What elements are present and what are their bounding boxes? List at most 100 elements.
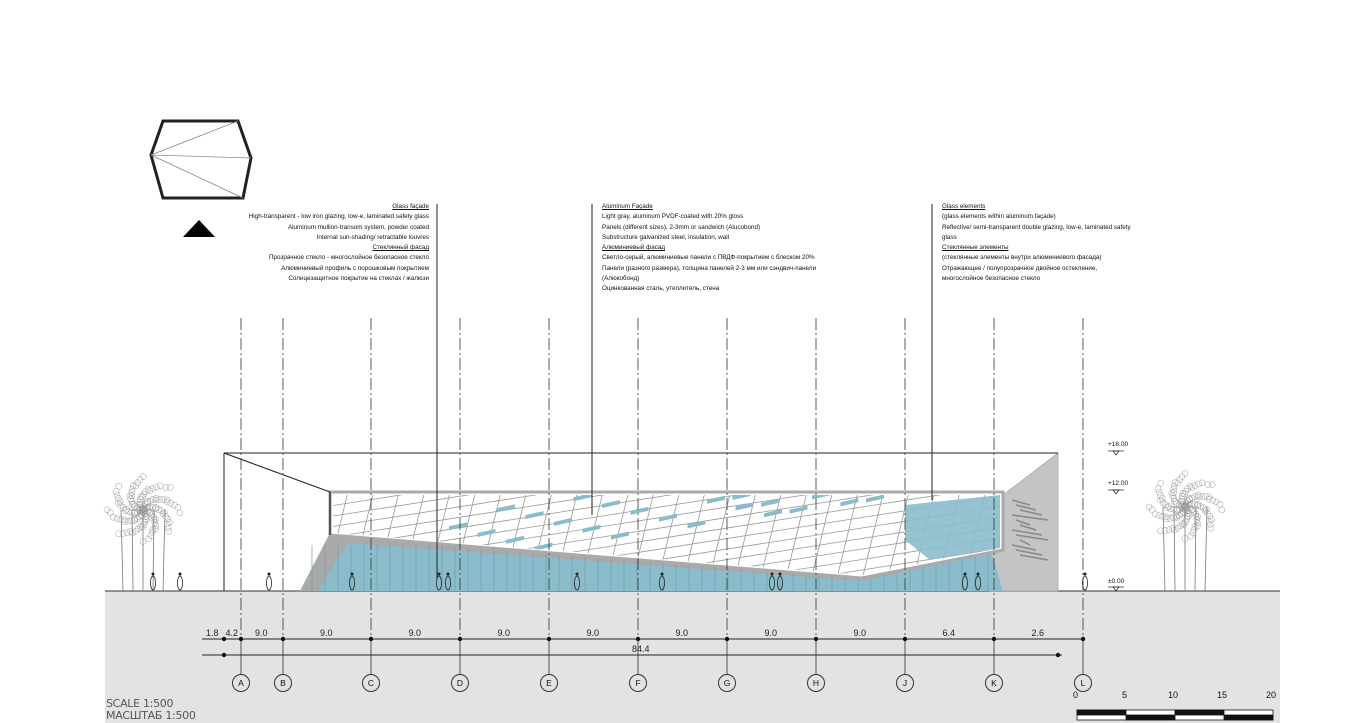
view-direction-arrow-icon <box>183 220 215 237</box>
dimension-label: 9.0 <box>255 628 268 638</box>
tree-foliage <box>123 506 130 513</box>
note-line: Reflective/ semi-transparent double glaz… <box>942 223 1131 231</box>
tree-foliage <box>126 492 134 500</box>
transom <box>333 495 1000 528</box>
tree-foliage <box>1190 526 1198 533</box>
tree-foliage <box>143 516 150 523</box>
person-head <box>976 572 980 576</box>
tree-foliage <box>1183 512 1191 520</box>
tree-foliage <box>1204 510 1211 517</box>
dimension-tick <box>813 636 819 642</box>
note-line: Aluminum mullion-transom system, powder … <box>287 223 429 231</box>
note-line: (стеклянные элементы внутри алюминиевого… <box>942 254 1102 262</box>
note-line: Substructure galvanized steel, insulatio… <box>602 233 730 241</box>
ground <box>105 591 1280 723</box>
note-line: Light gray, aluminum PVDF-coated with 20… <box>602 213 744 221</box>
tree-foliage <box>127 495 134 503</box>
note-line: (glass elements within aluminum façade) <box>942 213 1056 221</box>
tree-trunk <box>1173 506 1176 592</box>
dimension-label: 4.2 <box>225 628 239 638</box>
tree-foliage <box>136 513 143 520</box>
tree-foliage <box>137 501 144 509</box>
note-line: Солнцезащитное покрытие на стеклах / жал… <box>288 275 429 283</box>
tree-foliage <box>1216 501 1224 508</box>
tree-foliage <box>1167 505 1174 512</box>
scale-bar-label: 10 <box>1168 690 1179 700</box>
scale-bar <box>1076 709 1274 721</box>
tree-foliage <box>113 515 121 522</box>
note-line: Оцинкованная сталь, утеплитель, стена <box>602 285 720 293</box>
tree-trunk <box>1204 506 1208 592</box>
wedge-slit <box>1015 534 1049 541</box>
note-line: (Алюкобонд) <box>602 275 640 283</box>
tree-foliage <box>131 515 138 523</box>
tree-foliage <box>153 496 160 504</box>
tree-foliage <box>139 493 146 501</box>
mullion <box>1066 490 1088 580</box>
person-silhouette <box>574 575 580 591</box>
tree-foliage <box>115 495 122 502</box>
tree-foliage <box>117 516 124 523</box>
tree-foliage <box>171 501 178 509</box>
tree-foliage <box>125 508 132 515</box>
tree-foliage <box>1163 513 1170 520</box>
tree-foliage <box>166 519 173 526</box>
person-head <box>350 572 354 576</box>
tree-foliage <box>1184 485 1191 492</box>
mullion <box>759 495 783 575</box>
wedge-slit <box>1011 544 1037 551</box>
tree-foliage <box>1183 515 1190 523</box>
tree-foliage <box>1188 501 1195 508</box>
tree-foliage <box>163 498 171 506</box>
glass-panel <box>789 505 808 514</box>
level-label: +12.00 <box>1108 480 1129 487</box>
tree-foliage <box>128 517 135 524</box>
tree-foliage <box>1169 492 1176 500</box>
tree-foliage <box>152 504 160 511</box>
person-head <box>575 572 579 576</box>
tree-foliage <box>165 524 172 531</box>
scale-bar-label: 0 <box>1073 690 1079 700</box>
tree-foliage <box>1198 479 1206 487</box>
tree-foliage <box>150 516 158 524</box>
dimension-tick <box>635 636 641 642</box>
tree-foliage <box>151 505 159 512</box>
wedge-slit <box>1019 554 1049 561</box>
transom <box>333 495 1000 549</box>
tree-foliage <box>1172 497 1179 505</box>
tree-foliage <box>129 529 136 537</box>
dimension-tick <box>1080 636 1086 642</box>
tree-foliage <box>146 497 154 505</box>
wedge-slit <box>1019 509 1043 516</box>
tree-foliage <box>146 504 153 511</box>
level-markers <box>1108 450 1124 592</box>
tree-foliage <box>1171 479 1179 486</box>
glass-panel <box>582 524 601 533</box>
tree-foliage <box>1179 498 1186 506</box>
tree-foliage <box>141 518 148 526</box>
tree-trunk <box>152 509 155 592</box>
note-glass-facade: Glass façade High-transparent - low iron… <box>249 202 429 284</box>
glass-panel <box>840 498 859 507</box>
tree-foliage <box>148 529 156 536</box>
person-silhouette <box>769 575 775 591</box>
tree-foliage <box>107 509 114 516</box>
tree-foliage <box>167 500 175 507</box>
tree-foliage <box>1173 512 1180 520</box>
tree-foliage <box>174 504 182 511</box>
glass-element-cluster <box>905 495 1000 560</box>
tree-foliage <box>1213 498 1220 506</box>
person-silhouette <box>150 575 156 591</box>
person-silhouette <box>962 575 968 591</box>
dimension-tick <box>724 636 730 642</box>
wedge-slit <box>1015 504 1037 511</box>
tree-foliage <box>1179 492 1186 500</box>
wedge-slit <box>1019 539 1031 546</box>
tree-foliage <box>142 488 149 495</box>
person-head <box>1083 572 1087 576</box>
dimension-tick <box>221 636 227 642</box>
tree-foliage <box>1186 482 1194 490</box>
tree-foliage <box>1188 484 1196 491</box>
tree-foliage <box>164 520 171 528</box>
tree-foliage <box>1207 524 1214 532</box>
